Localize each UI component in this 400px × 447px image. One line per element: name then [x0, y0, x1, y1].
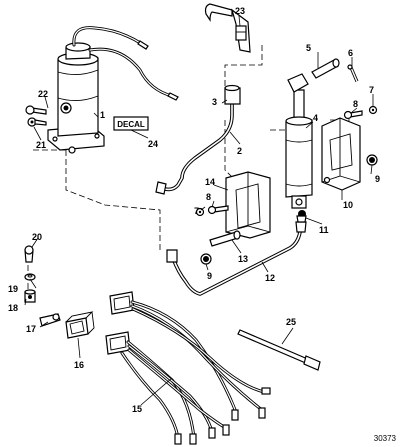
callout-22: 22	[38, 89, 48, 99]
grommet-18	[24, 289, 36, 303]
locknut-9-upper	[366, 154, 378, 166]
callout-10: 10	[343, 200, 353, 210]
trim-cylinder-4	[285, 73, 313, 209]
connector-16	[65, 311, 95, 339]
callout-9-lower: 9	[207, 271, 212, 281]
callout-5: 5	[306, 43, 311, 53]
callout-14: 14	[205, 177, 215, 187]
figure-reference-number: 30373	[374, 434, 397, 443]
pivot-pin-13	[209, 230, 241, 247]
mounting-bolt-22	[25, 105, 47, 115]
callout-8-lower: 8	[206, 192, 211, 202]
fitting-11	[296, 210, 307, 223]
washer-19	[24, 273, 36, 281]
hydraulic-hose-12	[166, 221, 307, 296]
callout-6: 6	[348, 48, 353, 58]
motor-lead-wires	[72, 26, 179, 101]
terminal-17	[39, 313, 61, 327]
callout-9-upper: 9	[375, 174, 380, 184]
hose-fitting-3	[224, 84, 241, 105]
callout-23: 23	[235, 6, 245, 16]
cotter-pin-6	[347, 64, 359, 83]
pivot-pin-5	[311, 58, 340, 79]
callout-4: 4	[313, 113, 318, 123]
relay-bracket-23	[204, 3, 251, 53]
callout-2: 2	[237, 146, 242, 156]
pump-motor-assembly	[47, 42, 105, 154]
callout-15: 15	[132, 404, 142, 414]
callout-24: 24	[148, 139, 158, 149]
callout-7-lower: 7	[194, 206, 199, 216]
callout-19: 19	[8, 284, 18, 294]
callout-12: 12	[265, 273, 275, 283]
callout-16: 16	[74, 360, 84, 370]
bolt-8-lower	[207, 205, 229, 215]
callout-25: 25	[286, 317, 296, 327]
callout-21: 21	[36, 140, 46, 150]
hydraulic-hose-2	[155, 102, 234, 195]
callout-20: 20	[32, 232, 42, 242]
locknut-9-lower	[200, 253, 212, 265]
mounting-bracket-10	[321, 117, 361, 191]
callout-3: 3	[212, 97, 217, 107]
screw-20	[24, 245, 34, 263]
washer-7-lower	[195, 207, 205, 217]
callout-17: 17	[26, 324, 36, 334]
leader-lines	[24, 15, 374, 406]
washer-7-upper	[368, 105, 378, 115]
callout-13: 13	[238, 254, 248, 264]
callout-1: 1	[100, 110, 105, 120]
washer-21	[27, 117, 47, 127]
callout-numbers: 23 5 6 7 8 3 22 21 1 24 2 4 9 10 14 8 7 …	[8, 6, 380, 414]
bolt-8-upper	[343, 110, 363, 120]
decal-24: DECAL	[113, 116, 149, 131]
callout-8-upper: 8	[353, 99, 358, 109]
callout-18: 18	[8, 303, 18, 313]
callout-11: 11	[319, 225, 329, 235]
callout-7-upper: 7	[369, 85, 374, 95]
decal-label: DECAL	[117, 120, 145, 129]
wiring-harness-15	[105, 291, 271, 445]
mounting-bracket-14	[225, 171, 271, 239]
cable-tie-25	[237, 329, 321, 371]
